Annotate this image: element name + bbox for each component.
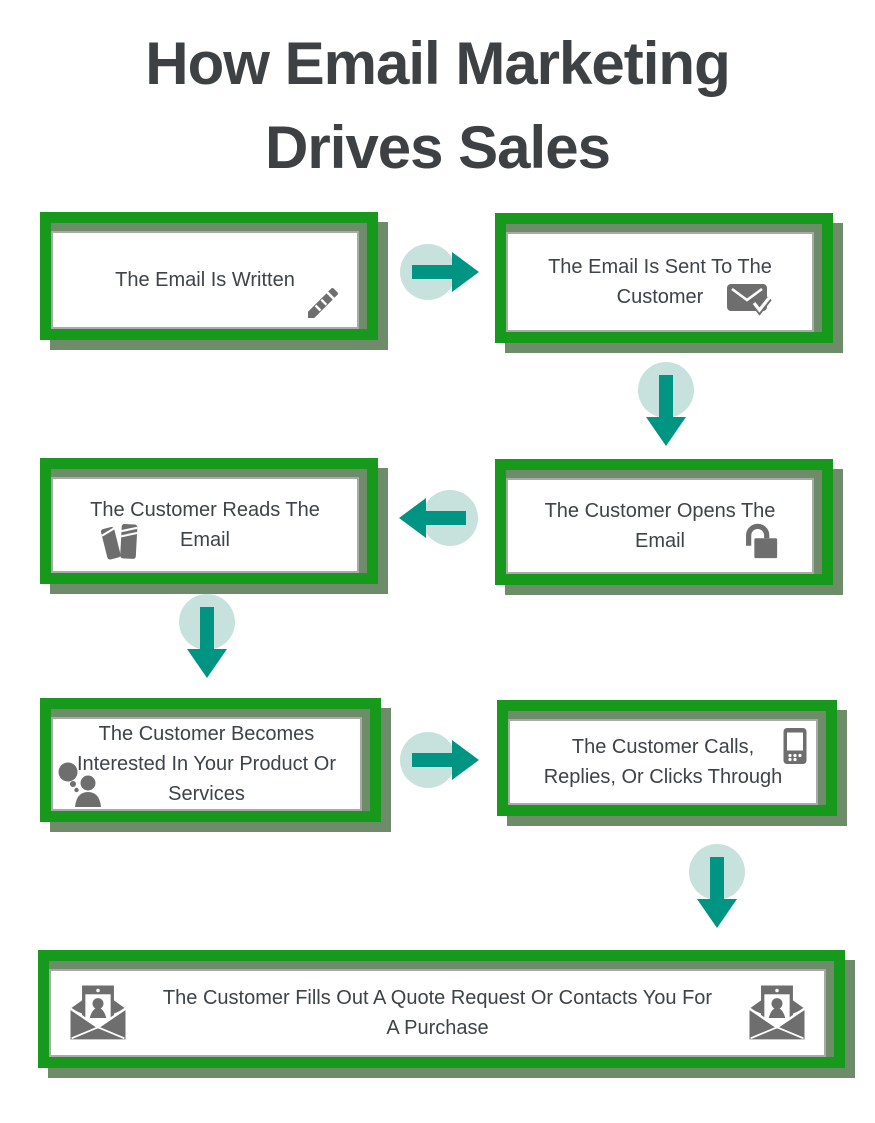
step-card: The Customer Becomes Interested In Your … [51, 717, 362, 811]
step-box-email-sent: The Email Is Sent To The Customer [495, 213, 833, 343]
step-card: The Email Is Sent To The Customer [506, 232, 814, 332]
step-label: The Email Is Sent To The Customer [548, 256, 772, 308]
right-arrow-icon [400, 732, 479, 788]
right-arrow-icon [400, 244, 479, 300]
title-line-2: Drives Sales [265, 114, 611, 181]
step-label: The Customer Becomes Interested In Your … [76, 723, 337, 805]
person-speech-bubble-icon [57, 761, 107, 807]
step-label: The Customer Opens The Email [544, 500, 776, 552]
step-label: The Customer Calls, Replies, Or Clicks T… [543, 736, 783, 788]
flow-arrow-left-1 [397, 489, 479, 547]
step-box-email-read: The Customer Reads The Email [40, 458, 378, 584]
step-card: The Customer Reads The Email [51, 477, 359, 573]
step-card: The Customer Calls, Replies, Or Clicks T… [508, 719, 818, 805]
step-box-email-written: The Email Is Written [40, 212, 378, 340]
step-box-quote-request: The Customer Fills Out A Quote Request O… [38, 950, 845, 1068]
page-title: How Email Marketing Drives Sales [0, 22, 875, 190]
step-box-email-opened: The Customer Opens The Email [495, 459, 833, 585]
flow-arrow-right-1 [399, 243, 481, 301]
step-card: The Customer Opens The Email [506, 478, 814, 574]
step-box-customer-interested: The Customer Becomes Interested In Your … [40, 698, 381, 822]
open-lock-icon [742, 522, 780, 562]
down-arrow-icon [179, 594, 235, 678]
mobile-phone-icon [782, 727, 808, 765]
pencil-icon [303, 283, 343, 323]
flow-arrow-down-2 [178, 594, 236, 680]
books-icon [99, 519, 147, 563]
step-card: The Customer Fills Out A Quote Request O… [49, 969, 826, 1057]
flow-arrow-down-1 [637, 362, 695, 448]
step-box-customer-responds: The Customer Calls, Replies, Or Clicks T… [497, 700, 837, 816]
step-label: The Customer Fills Out A Quote Request O… [162, 987, 713, 1039]
left-arrow-icon [399, 490, 478, 546]
flow-arrow-right-2 [399, 731, 481, 789]
envelope-person-icon [746, 984, 808, 1041]
title-line-1: How Email Marketing [145, 30, 730, 97]
envelope-check-icon [726, 282, 772, 320]
flow-arrow-down-3 [688, 844, 746, 930]
envelope-person-icon [67, 984, 129, 1041]
step-label: The Customer Reads The Email [90, 499, 320, 551]
down-arrow-icon [689, 844, 745, 928]
step-card: The Email Is Written [51, 231, 359, 329]
step-label: The Email Is Written [115, 269, 295, 291]
down-arrow-icon [638, 362, 694, 446]
